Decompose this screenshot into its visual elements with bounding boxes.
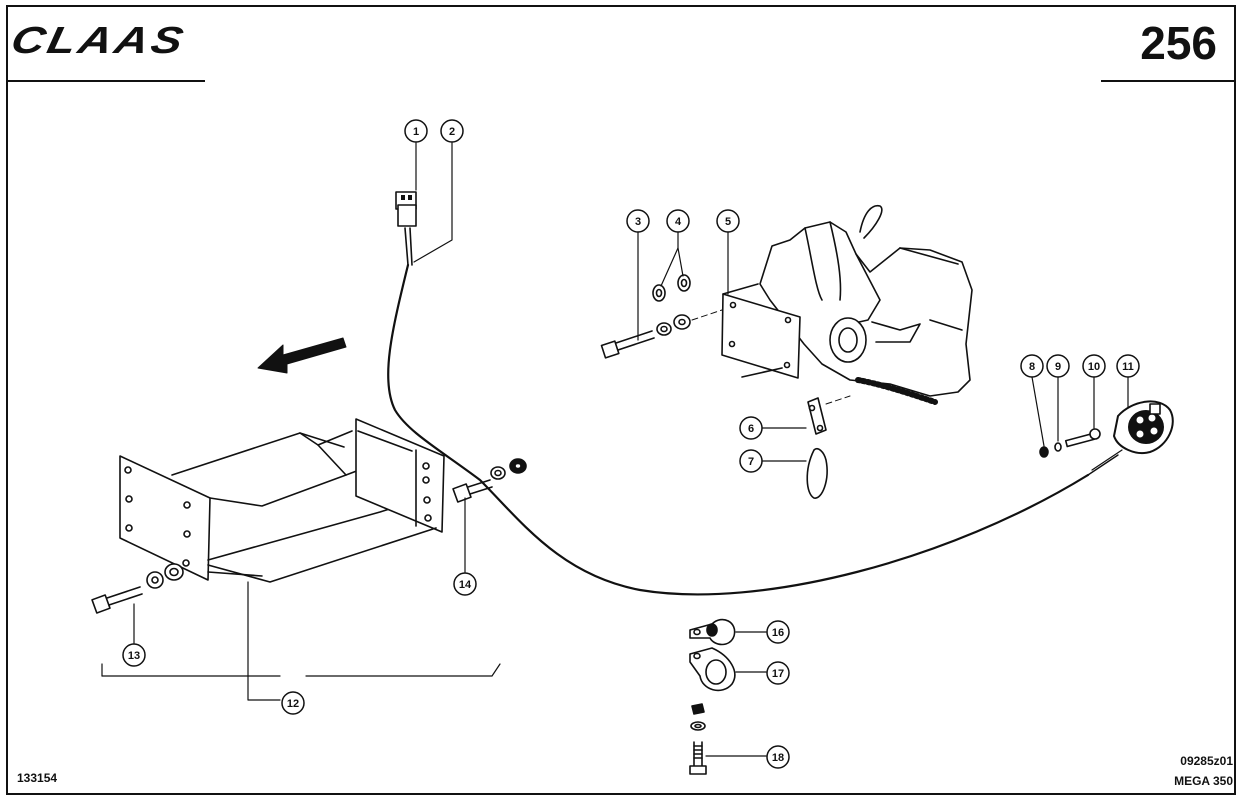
socket-drawing [1039, 400, 1174, 458]
header-rule-right [1101, 80, 1236, 82]
header-rule-left [6, 80, 205, 82]
callout-17: 17 [766, 661, 790, 685]
callout-6: 6 [739, 416, 763, 440]
callout-7: 7 [739, 449, 763, 473]
hitch-coupling-drawing [721, 204, 973, 405]
svg-text:18: 18 [772, 752, 784, 764]
callout-11: 11 [1116, 354, 1140, 378]
callout-5: 5 [716, 209, 740, 233]
svg-text:12: 12 [287, 698, 299, 710]
svg-text:5: 5 [725, 216, 731, 228]
svg-text:1: 1 [413, 126, 419, 138]
svg-text:9: 9 [1055, 361, 1061, 373]
callout-18: 18 [766, 745, 790, 769]
svg-text:2: 2 [449, 126, 455, 138]
svg-text:10: 10 [1088, 361, 1100, 373]
svg-text:4: 4 [675, 216, 682, 228]
direction-arrow-icon [257, 337, 347, 374]
model-name: MEGA 350 [1174, 774, 1233, 788]
svg-text:16: 16 [772, 627, 784, 639]
mounting-bracket-drawing [119, 418, 445, 583]
callout-3: 3 [626, 209, 650, 233]
callout-10: 10 [1082, 354, 1106, 378]
leader-lines [101, 142, 1129, 757]
cable-harness-drawing [387, 191, 1123, 596]
callout-9: 9 [1046, 354, 1070, 378]
front-bolt-drawing [91, 563, 184, 614]
callout-2: 2 [440, 119, 464, 143]
link-and-clip-drawing [806, 395, 851, 499]
page-number: 256 [1140, 17, 1217, 69]
callout-8: 8 [1020, 354, 1044, 378]
svg-text:6: 6 [748, 423, 754, 435]
callout-16: 16 [766, 620, 790, 644]
callout-12: 12 [281, 691, 305, 715]
svg-text:14: 14 [459, 579, 472, 591]
document-number: 133154 [17, 771, 58, 785]
callout-14: 14 [453, 572, 477, 596]
svg-text:13: 13 [128, 650, 140, 662]
svg-text:7: 7 [748, 456, 754, 468]
parts-sheet-frame [6, 5, 1236, 795]
svg-text:8: 8 [1029, 361, 1035, 373]
callout-4: 4 [666, 209, 690, 233]
drawing-code: 09285z01 [1180, 754, 1233, 768]
callout-1: 1 [404, 119, 428, 143]
callout-markers: 1 2 3 4 5 6 7 8 9 10 11 12 13 14 16 17 1… [122, 119, 1140, 769]
callout-13: 13 [122, 643, 146, 667]
hitch-bolt-drawing [600, 274, 723, 359]
cable-clamps-drawing [689, 618, 736, 775]
svg-text:17: 17 [772, 668, 784, 680]
bracket-bolt-drawing [452, 458, 527, 503]
svg-text:3: 3 [635, 216, 641, 228]
svg-text:11: 11 [1122, 361, 1134, 373]
